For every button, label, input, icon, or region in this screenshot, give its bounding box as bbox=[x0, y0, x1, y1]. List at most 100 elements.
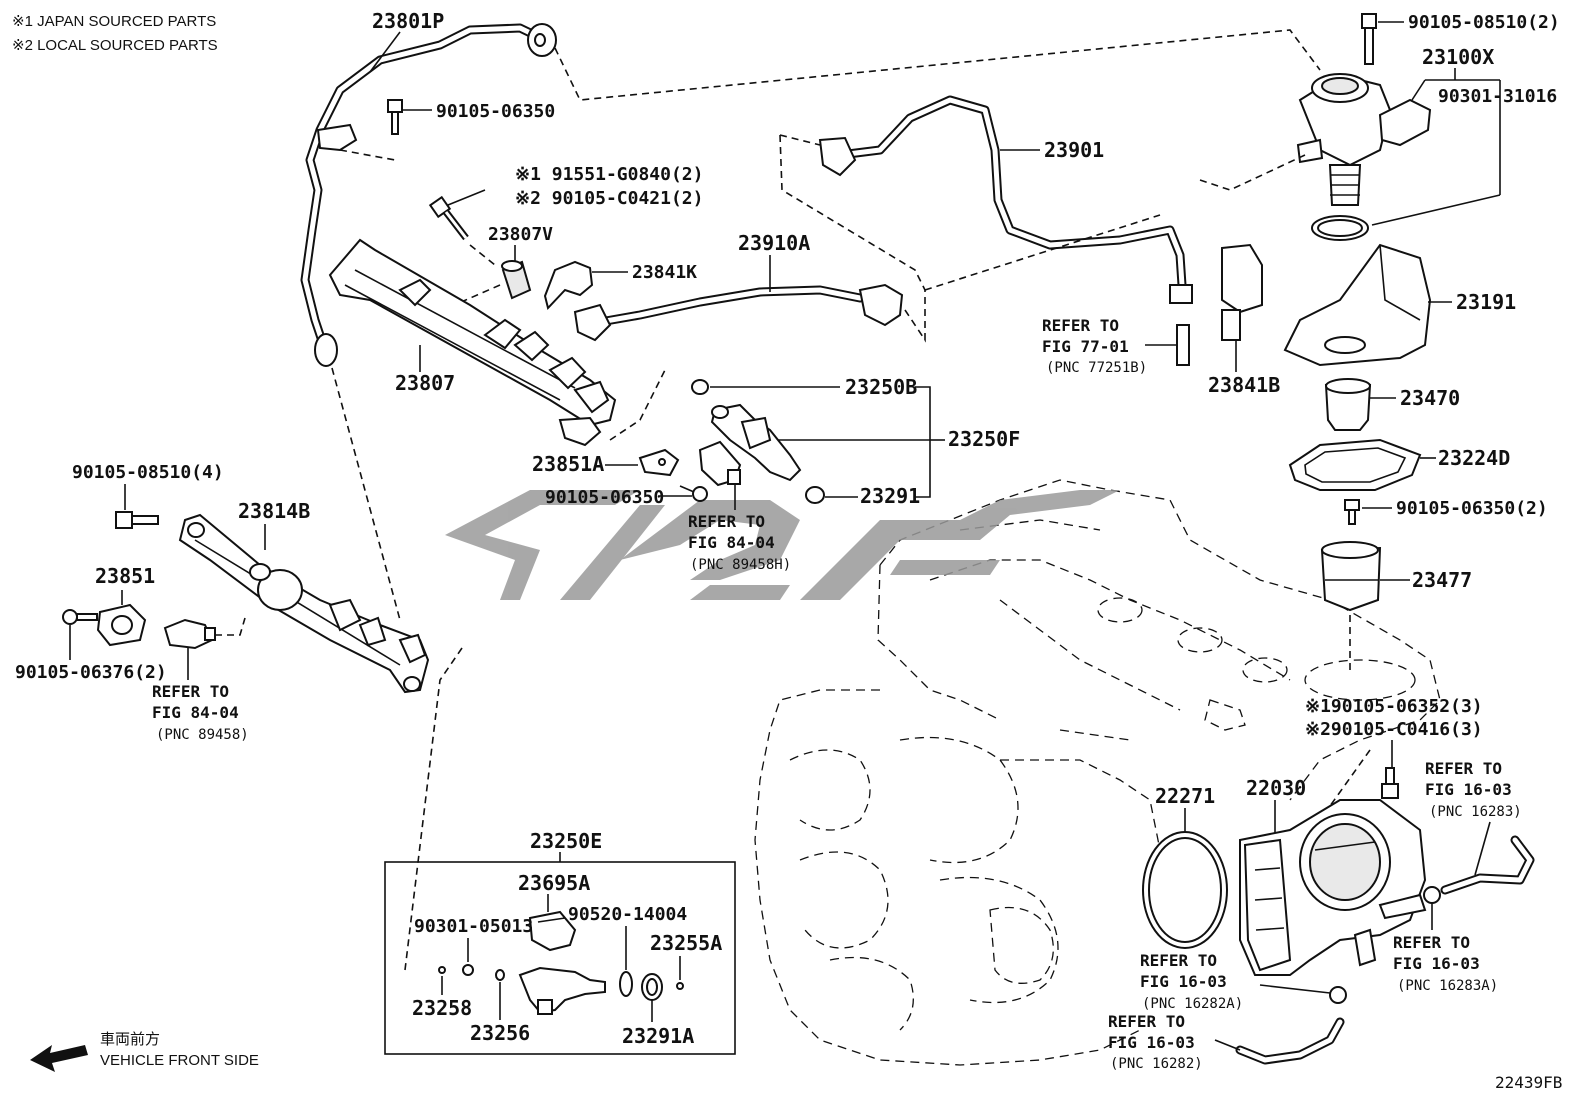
connector-77251B bbox=[1176, 324, 1190, 366]
label-90105-06350-mid: 90105-06350 bbox=[545, 487, 664, 508]
clip-23841K[interactable] bbox=[543, 260, 594, 311]
fuel-pump-23100X[interactable] bbox=[1296, 73, 1432, 206]
label-23224D: 23224D bbox=[1438, 446, 1510, 470]
svg-text:REFER TO: REFER TO bbox=[1425, 759, 1502, 778]
injector-23250E[interactable] bbox=[518, 966, 606, 1015]
bolt-90105-06352[interactable] bbox=[1381, 767, 1399, 799]
svg-text:(PNC 89458H): (PNC 89458H) bbox=[690, 557, 791, 573]
label-23291A: 23291A bbox=[622, 1024, 694, 1048]
refer-fig-77-01[interactable]: REFER TO FIG 77-01 (PNC 77251B) bbox=[1042, 316, 1147, 376]
label-23250F: 23250F bbox=[948, 427, 1020, 451]
label-23256: 23256 bbox=[470, 1021, 530, 1045]
seal-23291[interactable] bbox=[805, 486, 825, 504]
label-23258: 23258 bbox=[412, 996, 472, 1020]
label-23901: 23901 bbox=[1044, 138, 1104, 162]
svg-text:FIG 16-03: FIG 16-03 bbox=[1393, 954, 1480, 973]
svg-text:FIG 16-03: FIG 16-03 bbox=[1108, 1033, 1195, 1052]
svg-text:REFER TO: REFER TO bbox=[688, 512, 765, 531]
svg-text:FIG 84-04: FIG 84-04 bbox=[688, 533, 775, 552]
delivery-pipe-23807[interactable] bbox=[328, 238, 617, 447]
label-23801P: 23801P bbox=[372, 9, 444, 33]
refer-fig-16-03-16283[interactable]: REFER TO FIG 16-03 (PNC 16283) bbox=[1425, 759, 1522, 820]
throttle-body-22030[interactable] bbox=[1239, 799, 1427, 976]
bolt-90105-06350-2[interactable] bbox=[1344, 499, 1360, 525]
bolt-90105-06350-top[interactable] bbox=[387, 99, 403, 135]
injector-23250F[interactable] bbox=[710, 403, 802, 482]
refer-fig-84-04-89458H[interactable]: REFER TO FIG 84-04 (PNC 89458H) bbox=[688, 512, 791, 573]
label-90301-05013: 90301-05013 bbox=[414, 916, 533, 937]
clip-23695A[interactable] bbox=[528, 910, 577, 952]
bracket-23851A[interactable] bbox=[638, 448, 680, 477]
ring-90520-14004[interactable] bbox=[619, 971, 633, 997]
fuel-pipe-23801P[interactable] bbox=[300, 23, 557, 367]
connector-23841B[interactable] bbox=[1221, 243, 1263, 341]
svg-text:(PNC 16283A): (PNC 16283A) bbox=[1397, 978, 1498, 994]
label-23910A: 23910A bbox=[738, 231, 810, 255]
label-90520-14004: 90520-14004 bbox=[568, 904, 687, 925]
gasket-23224D[interactable] bbox=[1288, 438, 1422, 491]
label-23807V: 23807V bbox=[488, 224, 553, 245]
label-90105-06350-top: 90105-06350 bbox=[436, 101, 555, 122]
svg-text:FIG 16-03: FIG 16-03 bbox=[1140, 972, 1227, 991]
label-23191: 23191 bbox=[1456, 290, 1516, 314]
bracket-23191[interactable] bbox=[1283, 243, 1432, 367]
clip-16282A[interactable] bbox=[1329, 986, 1347, 1004]
hose-16283[interactable] bbox=[1423, 835, 1535, 904]
o-ring-23250B[interactable] bbox=[691, 379, 709, 395]
hose-23910A[interactable] bbox=[573, 283, 904, 342]
part-23255A[interactable] bbox=[676, 982, 684, 990]
label-22271: 22271 bbox=[1155, 784, 1215, 808]
delivery-pipe-23814B[interactable] bbox=[178, 513, 430, 694]
label-23100X: 23100X bbox=[1422, 45, 1494, 69]
bolt-91551-G0840[interactable] bbox=[428, 195, 469, 241]
note-japan-sourced: ※1 JAPAN SOURCED PARTS bbox=[12, 13, 216, 30]
leader-23801P-bolt bbox=[339, 149, 396, 161]
bolt-90105-08510-4[interactable] bbox=[115, 511, 159, 529]
bolt-90105-06350-mid[interactable] bbox=[679, 485, 708, 502]
sensor-89458[interactable] bbox=[163, 618, 216, 650]
refer-fig-84-04-89458[interactable]: REFER TO FIG 84-04 (PNC 89458) bbox=[152, 682, 249, 743]
label-23851A: 23851A bbox=[532, 452, 604, 476]
label-23250E: 23250E bbox=[530, 829, 602, 853]
hose-16282[interactable] bbox=[1235, 1017, 1345, 1065]
svg-text:(PNC 89458): (PNC 89458) bbox=[156, 727, 249, 743]
direction-label-jp: 車両前方 bbox=[100, 1031, 160, 1048]
sensor-89458H[interactable] bbox=[698, 440, 742, 487]
label-23250B: 23250B bbox=[845, 375, 917, 399]
refer-fig-16-03-16282[interactable]: REFER TO FIG 16-03 (PNC 16282) bbox=[1108, 1012, 1203, 1072]
svg-text:REFER TO: REFER TO bbox=[1140, 951, 1217, 970]
svg-text:FIG 77-01: FIG 77-01 bbox=[1042, 337, 1129, 356]
engine-outline bbox=[754, 479, 1441, 1066]
svg-text:REFER TO: REFER TO bbox=[1393, 933, 1470, 952]
collar-23807V[interactable] bbox=[501, 260, 532, 300]
note-local-sourced: ※2 LOCAL SOURCED PARTS bbox=[12, 37, 218, 54]
bolt-90105-06376[interactable] bbox=[62, 609, 98, 625]
o-ring-90301-05013[interactable] bbox=[462, 964, 474, 976]
refer-fig-16-03-16282A[interactable]: REFER TO FIG 16-03 (PNC 16282A) bbox=[1140, 951, 1243, 1012]
leader-23801P-rail bbox=[331, 367, 401, 621]
label-23291: 23291 bbox=[860, 484, 920, 508]
fuel-pipe-23901[interactable] bbox=[818, 95, 1193, 304]
lifter-23470[interactable] bbox=[1324, 378, 1372, 431]
label-90105-06376: 90105-06376(2) bbox=[15, 662, 167, 683]
leader-label-23801P bbox=[369, 31, 401, 73]
refer-fig-16-03-16283A[interactable]: REFER TO FIG 16-03 (PNC 16283A) bbox=[1393, 933, 1498, 994]
bracket-23851[interactable] bbox=[96, 603, 147, 647]
arrow-left-icon bbox=[30, 1045, 88, 1072]
label-90105-06350-2: 90105-06350(2) bbox=[1396, 498, 1548, 519]
bolt-90105-08510-pump[interactable] bbox=[1361, 13, 1377, 65]
label-90105-C0421: ※2 90105-C0421(2) bbox=[515, 188, 703, 209]
label-23807: 23807 bbox=[395, 371, 455, 395]
label-90301-31016: 90301-31016 bbox=[1438, 86, 1557, 107]
housing-23477[interactable] bbox=[1320, 541, 1382, 612]
svg-text:REFER TO: REFER TO bbox=[1042, 316, 1119, 335]
svg-text:FIG 16-03: FIG 16-03 bbox=[1425, 780, 1512, 799]
svg-text:(PNC 16283): (PNC 16283) bbox=[1429, 804, 1522, 820]
label-90105-C0416: ※290105-C0416(3) bbox=[1305, 719, 1483, 740]
part-23256[interactable] bbox=[495, 969, 505, 981]
part-23258[interactable] bbox=[438, 966, 446, 974]
svg-text:(PNC 77251B): (PNC 77251B) bbox=[1046, 360, 1147, 376]
label-23841B: 23841B bbox=[1208, 373, 1280, 397]
label-90105-08510-2: 90105-08510(2) bbox=[1408, 12, 1560, 33]
